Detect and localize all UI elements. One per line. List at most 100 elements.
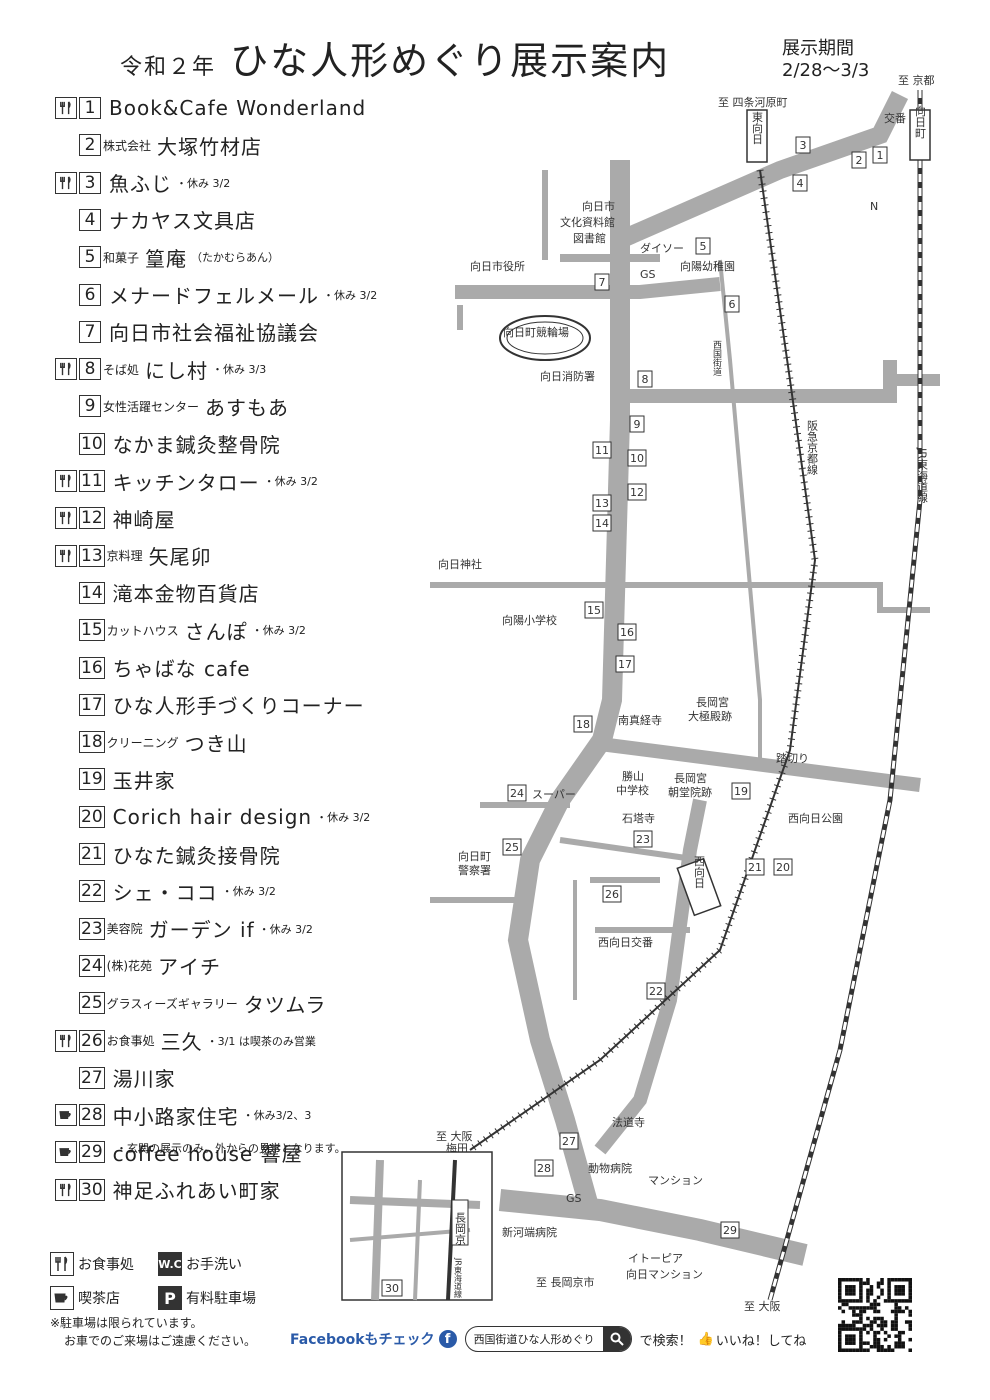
search-icon[interactable] xyxy=(602,1327,631,1351)
lbl-shrine: 向日神社 xyxy=(438,557,482,571)
map-marker[interactable] xyxy=(534,1159,554,1177)
map-marker[interactable] xyxy=(646,982,666,1000)
lbl-to-osaka-umeda: 至 大阪 xyxy=(436,1129,473,1143)
shop-prefix: 美容院 xyxy=(106,922,143,937)
fork-knife-icon xyxy=(55,171,77,194)
shop-name: Book&Cafe Wonderland xyxy=(109,96,367,120)
road-south xyxy=(498,1189,808,1266)
map-marker[interactable] xyxy=(720,1221,740,1239)
shop-name: にし村 xyxy=(145,358,209,383)
lbl-to-shijo: 至 四条河原町 xyxy=(718,95,788,109)
hankyu-line xyxy=(469,169,817,1151)
map-marker[interactable] xyxy=(695,237,711,255)
shop-name: 三久 xyxy=(160,1030,203,1054)
station-nishi-label: 西向日 xyxy=(693,856,706,889)
shop-prefix: グラスィーズギャラリー xyxy=(106,996,238,1011)
map-marker[interactable] xyxy=(724,295,740,313)
parking-note-2: お車でのご来場はご遠慮ください。 xyxy=(64,1334,257,1348)
shop-number: 11 xyxy=(79,470,105,492)
map-marker-label: 13 xyxy=(595,497,609,510)
map-marker[interactable] xyxy=(792,174,808,192)
fork-knife-icon xyxy=(55,1029,77,1052)
shop-note: ・休み 3/2 xyxy=(258,922,313,936)
map-marker[interactable] xyxy=(745,858,765,876)
map-marker[interactable] xyxy=(872,146,888,164)
map-marker[interactable] xyxy=(627,483,647,501)
shop-prefix: (株)花苑 xyxy=(106,959,153,974)
lbl-koban2: 西向日交番 xyxy=(598,935,653,949)
map-marker[interactable] xyxy=(592,494,612,512)
lbl-jr: JR東海道線 xyxy=(916,447,929,503)
shop-number: 17 xyxy=(79,693,105,716)
shop-name: 大塚竹材店 xyxy=(157,134,263,159)
map-marker-label: 26 xyxy=(605,888,619,901)
legend-food-label: お食事処 xyxy=(78,1257,134,1273)
coffee-cup-icon xyxy=(50,1286,74,1310)
shop-prefix: 和菓子 xyxy=(103,250,140,265)
shop28-subnote: ・玄関の展示のみ。外からの見学となります。 xyxy=(116,1142,346,1155)
search-box[interactable]: 西国街道ひな人形めぐり xyxy=(464,1326,632,1352)
map-marker[interactable] xyxy=(559,1132,579,1150)
legend-wc: W.C お手洗い xyxy=(158,1252,242,1276)
velodrome-shape xyxy=(499,315,591,361)
map-marker[interactable] xyxy=(573,715,593,733)
map-marker[interactable] xyxy=(594,273,610,291)
lbl-fire: 向日消防署 xyxy=(540,369,595,383)
road-saigoku xyxy=(718,259,762,760)
shop-note: ・休み 3/3 xyxy=(212,363,267,377)
map-marker[interactable] xyxy=(592,441,612,459)
map-marker[interactable] xyxy=(795,136,811,154)
map-marker[interactable] xyxy=(629,415,645,433)
inset-marker-30 xyxy=(381,1279,403,1297)
road-crossing xyxy=(599,737,921,792)
facebook-text: Facebookもチェック xyxy=(290,1332,435,1348)
map-marker[interactable] xyxy=(584,601,604,619)
shop-note: ・休み3/2、3 xyxy=(242,1109,312,1123)
shop-name: なかま鍼灸整骨院 xyxy=(112,433,281,458)
map-marker[interactable] xyxy=(615,655,635,673)
station-higashi-label: 東向日 xyxy=(751,111,764,144)
lbl-to-nagaoka: 至 長岡京市 xyxy=(536,1275,595,1289)
map-marker[interactable] xyxy=(592,514,612,532)
map-marker[interactable] xyxy=(602,885,622,903)
map-marker[interactable] xyxy=(502,838,522,856)
map-marker[interactable] xyxy=(851,151,867,169)
shop-name: ひな人形手づくりコーナー xyxy=(112,694,365,719)
shop-prefix: 株式会社 xyxy=(103,138,152,153)
fork-knife-icon xyxy=(55,358,77,381)
map-marker[interactable] xyxy=(637,370,653,388)
map-marker[interactable] xyxy=(617,623,637,641)
map-marker-label: 24 xyxy=(510,787,524,800)
shop-note: ・休み 3/2 xyxy=(221,885,276,899)
thumbs-up-icon: 👍 xyxy=(697,1331,714,1347)
lbl-palace3: 長岡宮 xyxy=(674,771,707,785)
map-marker[interactable] xyxy=(633,830,653,848)
map-marker[interactable] xyxy=(507,784,527,802)
shop-number: 18 xyxy=(79,731,105,754)
map-marker[interactable] xyxy=(627,449,647,467)
shop-name: 中小路家住宅 xyxy=(112,1104,239,1129)
facebook-icon[interactable]: f xyxy=(438,1330,457,1348)
shop-number: 4 xyxy=(79,208,101,231)
map-marker-label: 4 xyxy=(797,177,804,190)
map-marker[interactable] xyxy=(731,782,751,800)
map-marker-label: 12 xyxy=(630,486,644,499)
lbl-cityhall: 向日市役所 xyxy=(470,259,525,273)
fork-knife-icon xyxy=(55,1178,77,1201)
inset-marker-30-label: 30 xyxy=(385,1282,399,1295)
shop-number: 30 xyxy=(79,1178,105,1201)
map-marker[interactable] xyxy=(773,858,793,876)
map-marker-label: 5 xyxy=(700,240,707,253)
map-marker-label: 8 xyxy=(642,373,649,386)
qr-code[interactable] xyxy=(838,1278,912,1352)
shop-number: 20 xyxy=(79,805,105,828)
